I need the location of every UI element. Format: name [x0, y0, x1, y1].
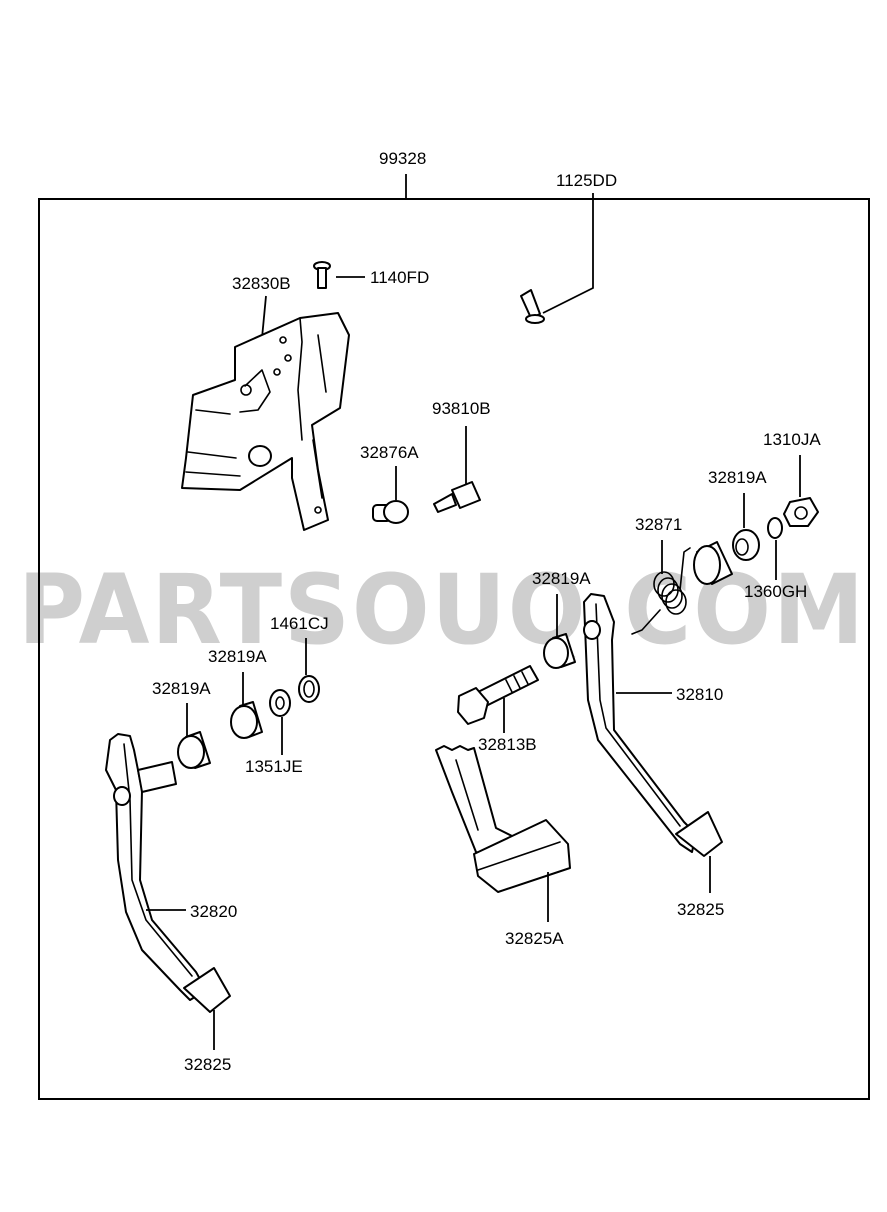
leader-bolt-top: [542, 193, 594, 314]
washer-right-part: [767, 517, 783, 539]
bushing-right-top-part: [732, 529, 760, 561]
sleeve-part: [693, 541, 733, 585]
label-bracket-bolt: 1140FD: [370, 268, 429, 287]
label-washer-right: 1360GH: [744, 582, 807, 601]
spring-part: [631, 547, 691, 635]
bracket-bolt-part: [313, 261, 331, 289]
stopper-switch-part: [433, 481, 481, 513]
label-stopper-switch: 93810B: [432, 399, 491, 418]
label-pad-left: 32825: [184, 1055, 231, 1074]
brake-pedal-part: [583, 593, 723, 857]
bushing-left-a-part: [230, 701, 263, 739]
label-pad-right: 32825: [677, 900, 724, 919]
bolt-center-part: [457, 665, 539, 725]
label-brake-pedal: 32810: [676, 685, 723, 704]
label-bushing-left-b: 32819A: [152, 679, 211, 698]
label-clutch-pedal: 32820: [190, 902, 237, 921]
assembly-frame: [38, 198, 870, 1100]
bolt-top-part: [520, 289, 545, 324]
leader-bracket: [261, 295, 267, 339]
clutch-pedal-part: [105, 733, 231, 1013]
bushing-center-part: [543, 633, 576, 669]
center-pedal-part: [435, 745, 521, 859]
bracket-part: [181, 312, 350, 531]
label-washer-left: 1351JE: [245, 757, 303, 776]
stopper-part: [372, 500, 409, 524]
label-stopper: 32876A: [360, 443, 419, 462]
label-bolt-top: 1125DD: [556, 171, 617, 190]
label-bushing-left-a: 32819A: [208, 647, 267, 666]
watermark: PARTSOUQ.COM: [18, 554, 866, 666]
label-bracket: 32830B: [232, 274, 291, 293]
label-bushing-center: 32819A: [532, 569, 591, 588]
label-spring: 32871: [635, 515, 682, 534]
label-bolt-center: 32813B: [478, 735, 537, 754]
washer-left-part: [269, 689, 291, 717]
label-nut: 1310JA: [763, 430, 821, 449]
label-pad-center: 32825A: [505, 929, 564, 948]
snap-ring-part: [298, 675, 320, 703]
assembly-number: 99328: [379, 149, 426, 168]
bushing-left-b-part: [177, 731, 211, 769]
label-snap-ring: 1461CJ: [270, 614, 329, 633]
nut-part: [783, 497, 819, 527]
pad-center-part: [473, 819, 571, 893]
label-bushing-right-top: 32819A: [708, 468, 767, 487]
